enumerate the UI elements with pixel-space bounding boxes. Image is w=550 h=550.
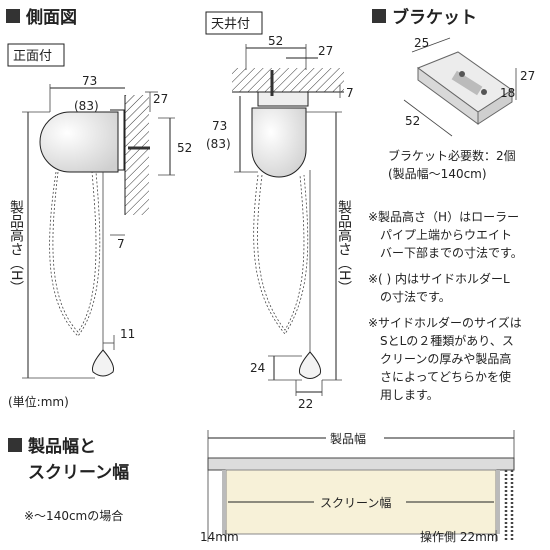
ceiling-mount-label: 天井付 bbox=[211, 17, 250, 32]
screen-width-label: スクリーン幅 bbox=[320, 495, 391, 510]
front-mount-label: 正面付 bbox=[13, 49, 52, 64]
width-section-marker bbox=[8, 438, 22, 452]
width-diagram: 製品幅 スクリーン幅 bbox=[207, 430, 515, 542]
bracket-dim-27: 27 bbox=[520, 69, 535, 83]
note-line: ※( ) 内はサイドホルダーL bbox=[368, 271, 510, 286]
front-mount-diagram: 73 (83) 27 52 7 製品高さ（H） 11 (単位:mm) bbox=[8, 74, 192, 409]
wall-hatch bbox=[125, 95, 149, 215]
ceiling-ball-chain bbox=[253, 174, 309, 335]
ceiling-pull-weight bbox=[299, 351, 321, 379]
note-line: バー下部までの寸法です。 bbox=[380, 245, 523, 260]
bracket-title: ブラケット bbox=[392, 7, 477, 28]
ceiling-dim-83: (83) bbox=[206, 137, 231, 151]
front-dim-11: 11 bbox=[120, 327, 135, 341]
ceiling-bracket bbox=[257, 91, 309, 107]
left-margin-label: 14mm bbox=[200, 530, 239, 544]
note-line: さによってどちらかを使 bbox=[380, 369, 511, 384]
head-rail bbox=[207, 457, 515, 471]
bracket-width-range: (製品幅〜140cm) bbox=[388, 166, 487, 181]
bracket-illustration bbox=[416, 51, 513, 125]
note-line: ※製品高さ（H）はローラー bbox=[368, 209, 519, 224]
front-dim-7: 7 bbox=[117, 237, 125, 251]
width-section-note: ※〜140cmの場合 bbox=[24, 508, 123, 523]
ceiling-dim-7: 7 bbox=[346, 86, 354, 100]
note-line: パイプ上端からウエイト bbox=[380, 228, 512, 242]
notes-block: ※製品高さ（H）はローラー パイプ上端からウエイト バー下部までの寸法です。 ※… bbox=[368, 209, 523, 402]
note-line: の寸法です。 bbox=[380, 290, 451, 304]
front-mount-label-box bbox=[7, 43, 65, 67]
ceiling-mount-label-box bbox=[205, 11, 263, 35]
ceiling-height-label: 製品高さ（H） bbox=[336, 200, 352, 295]
ceiling-dim-73: 73 bbox=[212, 119, 227, 133]
ceiling-dim-27: 27 bbox=[318, 44, 333, 58]
bracket-dim-52: 52 bbox=[405, 114, 420, 128]
bracket-dim-18: 18 bbox=[500, 86, 515, 100]
note-line: 用します。 bbox=[380, 388, 439, 402]
ceiling-dim-22: 22 bbox=[298, 397, 313, 411]
note-line: SとLの２種類があり、ス bbox=[380, 333, 514, 348]
front-ball-chain bbox=[49, 171, 101, 337]
side-view-marker bbox=[6, 9, 20, 23]
ceiling-mount-diagram: 52 27 7 73 (83) 製品高さ（H） 24 22 bbox=[206, 34, 354, 411]
ceiling-dim-52: 52 bbox=[268, 34, 283, 48]
note-line: クリーンの厚みや製品高 bbox=[380, 351, 511, 366]
bracket-required-count: ブラケット必要数：2個 bbox=[388, 148, 516, 163]
front-dim-83: (83) bbox=[74, 99, 99, 113]
width-section-title-2: スクリーン幅 bbox=[28, 462, 129, 483]
ceiling-dim-24: 24 bbox=[250, 361, 265, 375]
right-margin-label: 操作側 22mm bbox=[420, 529, 498, 544]
ceiling-hatch bbox=[232, 68, 344, 92]
width-section-title-1: 製品幅と bbox=[27, 436, 96, 457]
note-line: ※サイドホルダーのサイズは bbox=[368, 315, 522, 330]
product-width-label: 製品幅 bbox=[330, 431, 366, 446]
front-dim-73: 73 bbox=[82, 74, 97, 88]
front-dim-27: 27 bbox=[153, 92, 168, 106]
ceiling-roller bbox=[251, 107, 307, 178]
bracket-marker bbox=[372, 9, 386, 23]
side-view-title: 側面図 bbox=[25, 7, 77, 28]
front-pull-weight bbox=[92, 349, 114, 377]
unit-label: (単位:mm) bbox=[8, 394, 69, 409]
front-roller bbox=[39, 111, 119, 173]
bracket-dim-25: 25 bbox=[414, 36, 429, 50]
front-height-label: 製品高さ（H） bbox=[8, 200, 24, 295]
front-dim-52: 52 bbox=[177, 141, 192, 155]
